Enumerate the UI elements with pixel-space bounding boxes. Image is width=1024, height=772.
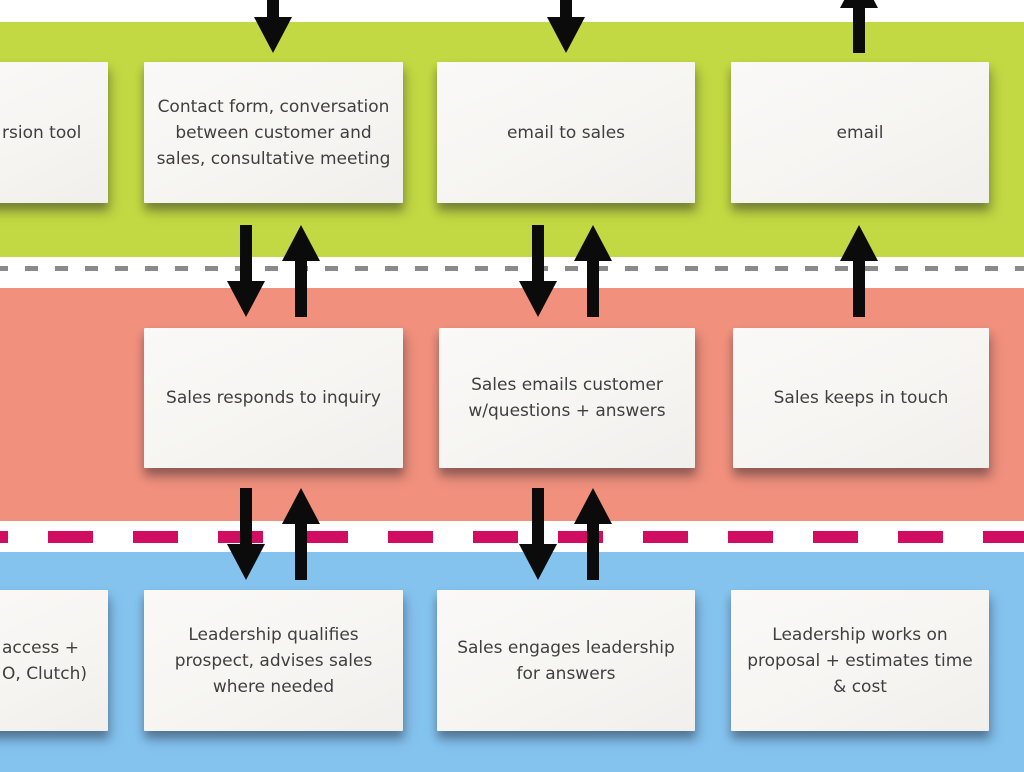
- note-line: w/questions + answers: [468, 401, 666, 421]
- note-line: for answers: [516, 663, 616, 684]
- note-email-to-sales[interactable]: email to sales: [437, 62, 695, 203]
- note-line: prospect, advises sales: [174, 650, 373, 671]
- flow-arrow-up-icon: [282, 225, 320, 317]
- note-sales-engages-leadership[interactable]: Sales engages leadership for answers: [437, 590, 695, 731]
- note-conversion-tool[interactable]: rsion tool: [0, 62, 108, 203]
- note-line: where needed: [212, 676, 335, 697]
- flow-arrow-up-icon: [840, 0, 878, 53]
- note-line: Leadership qualifies: [188, 624, 359, 645]
- line-of-visibility-dashed: [0, 531, 1024, 543]
- flow-arrow-down-icon: [227, 225, 265, 317]
- note-email[interactable]: email: [731, 62, 989, 203]
- note-line: Sales emails customer: [471, 375, 663, 395]
- line-of-interaction-dashed: [0, 266, 1024, 271]
- note-line: sales, consultative meeting: [156, 148, 391, 169]
- note-seo-clutch[interactable]: access + O, Clutch): [0, 590, 108, 731]
- flow-arrow-up-icon: [574, 488, 612, 580]
- note-line: Contact form, conversation: [157, 96, 390, 117]
- note-line: Sales responds to inquiry: [166, 388, 381, 408]
- note-line: & cost: [833, 676, 887, 697]
- flow-arrow-down-icon: [227, 488, 265, 580]
- flow-arrow-down-icon: [547, 0, 585, 53]
- flow-arrow-down-icon: [519, 225, 557, 317]
- note-sales-responds-to-inquiry[interactable]: Sales responds to inquiry: [144, 328, 403, 468]
- note-line: Sales engages leadership: [457, 637, 675, 658]
- note-line: Leadership works on: [772, 624, 948, 645]
- note-line: between customer and: [175, 122, 372, 143]
- note-sales-emails-customer[interactable]: Sales emails customer w/questions + answ…: [439, 328, 695, 468]
- note-contact-form-conversation[interactable]: Contact form, conversation between custo…: [144, 62, 403, 203]
- note-line: access +: [2, 637, 79, 658]
- flow-arrow-down-icon: [519, 488, 557, 580]
- note-leadership-qualifies-prospect[interactable]: Leadership qualifies prospect, advises s…: [144, 590, 403, 731]
- note-line: Sales keeps in touch: [773, 388, 949, 408]
- note-line: proposal + estimates time: [747, 650, 973, 671]
- note-line: rsion tool: [2, 122, 82, 143]
- note-line: email: [836, 122, 884, 143]
- flow-arrow-up-icon: [840, 225, 878, 317]
- flow-arrow-up-icon: [574, 225, 612, 317]
- flow-arrow-up-icon: [282, 488, 320, 580]
- note-line: O, Clutch): [2, 663, 87, 684]
- note-sales-keeps-in-touch[interactable]: Sales keeps in touch: [733, 328, 989, 468]
- note-leadership-works-on-proposal[interactable]: Leadership works on proposal + estimates…: [731, 590, 989, 731]
- note-line: email to sales: [506, 122, 626, 143]
- flow-arrow-down-icon: [254, 0, 292, 53]
